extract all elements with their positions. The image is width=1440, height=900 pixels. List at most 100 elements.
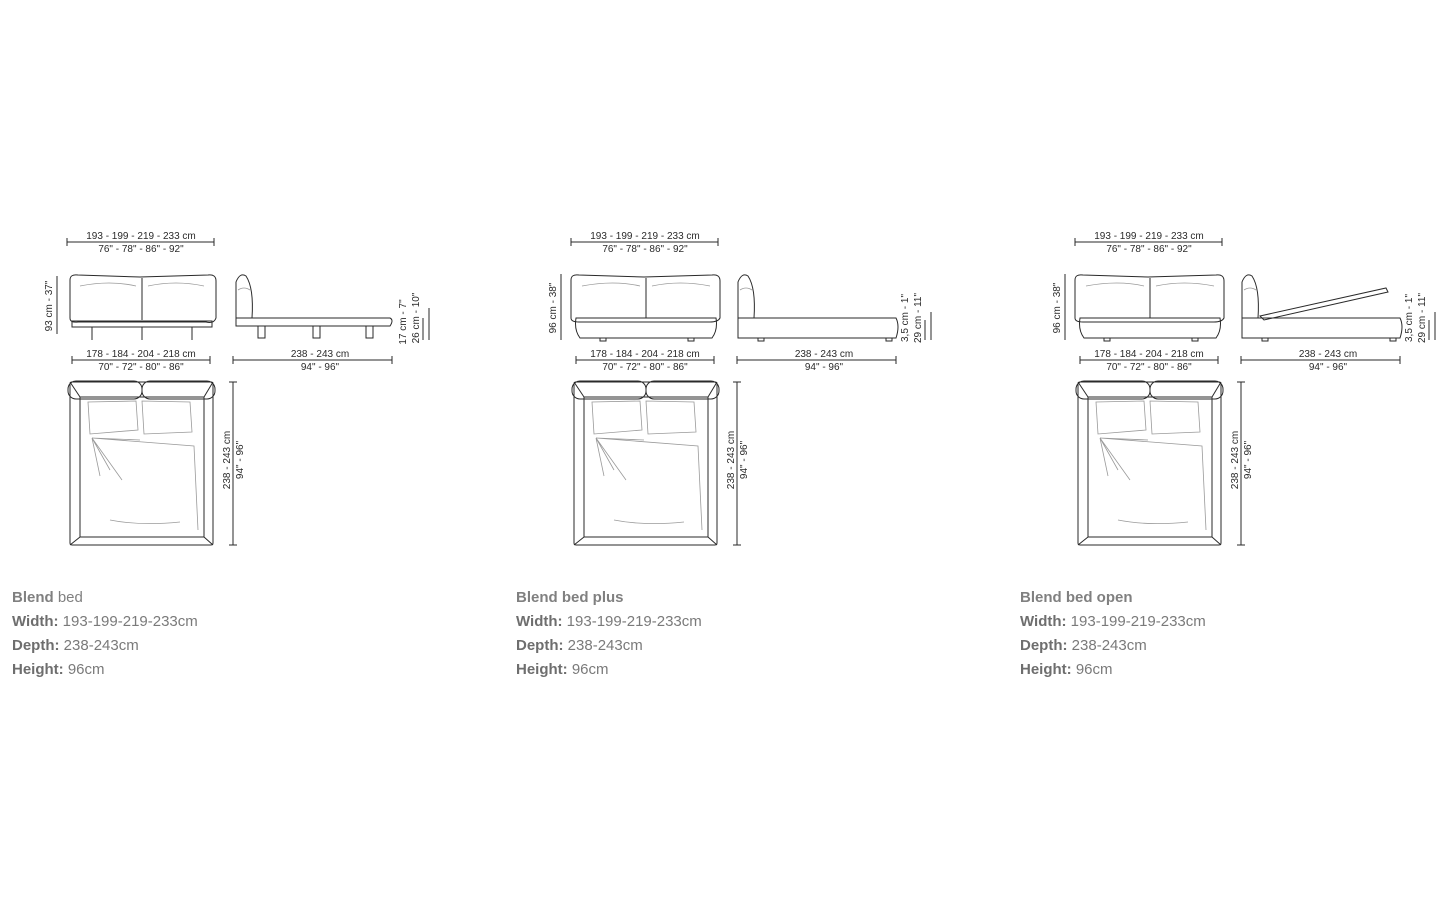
product-name: Blend bed plus xyxy=(516,586,702,610)
side-height-a: 17 cm - 7" xyxy=(398,299,409,345)
side-height-a: 3,5 cm - 1" xyxy=(1404,294,1415,342)
side-height-b: 29 cm - 11" xyxy=(1417,293,1428,343)
width-value: 193-199-219-233cm xyxy=(1066,613,1206,630)
front-width-in: 76" - 78" - 86" - 92" xyxy=(1106,244,1192,255)
base-width-in: 70" - 72" - 80" - 86" xyxy=(98,362,184,373)
depth-label: Depth: xyxy=(12,637,60,654)
front-width-cm: 193 - 199 - 219 - 233 cm xyxy=(1094,231,1204,242)
blend-bed-technical-drawing: 193 - 199 - 219 - 233 cm 76" - 78" - 86"… xyxy=(44,231,430,546)
depth-value: 238-243cm xyxy=(1067,637,1147,654)
variant-blend-bed-open: 193 - 199 - 219 - 233 cm 76" - 78" - 86"… xyxy=(1008,0,1440,900)
height-label: Height: xyxy=(516,661,568,678)
plan-depth-in: 94" - 96" xyxy=(235,440,246,479)
product-name: Blend bed xyxy=(12,586,198,610)
length-dimension: 238 - 243 cm 94" - 96" xyxy=(1240,349,1401,373)
specs-block: Blend bed plus Width: 193-199-219-233cm … xyxy=(516,586,702,682)
variant-blend-bed-plus: 193 - 199 - 219 - 233 cm 76" - 78" - 86"… xyxy=(504,0,974,900)
width-value: 193-199-219-233cm xyxy=(562,613,702,630)
plan-depth-in: 94" - 96" xyxy=(739,440,750,479)
plan-depth-in: 94" - 96" xyxy=(1243,440,1254,479)
product-name: Blend bed open xyxy=(1020,586,1206,610)
height-value: 96cm xyxy=(567,661,609,678)
variant-blend-bed: 193 - 199 - 219 - 233 cm 76" - 78" - 86"… xyxy=(0,0,470,900)
side-height-dimensions: 3,5 cm - 1" 29 cm - 11" xyxy=(900,293,932,343)
length-cm: 238 - 243 cm xyxy=(795,349,853,360)
length-in: 94" - 96" xyxy=(301,362,340,373)
base-width-in: 70" - 72" - 80" - 86" xyxy=(1106,362,1192,373)
raised-mattress-base xyxy=(1259,287,1389,321)
depth-label: Depth: xyxy=(516,637,564,654)
front-width-dimension: 193 - 199 - 219 - 233 cm 76" - 78" - 86"… xyxy=(66,231,215,255)
length-cm: 238 - 243 cm xyxy=(1299,349,1357,360)
side-height-b: 26 cm - 10" xyxy=(411,292,422,343)
front-elevation-view xyxy=(570,274,721,342)
height-value: 96cm xyxy=(1071,661,1113,678)
plan-depth-dimension: 238 - 243 cm 94" - 96" xyxy=(726,381,750,546)
front-height-label: 96 cm - 38" xyxy=(548,282,559,333)
front-elevation-view xyxy=(69,274,217,340)
side-height-dimensions: 3,5 cm - 1" 29 cm - 11" xyxy=(1404,293,1436,343)
blend-bed-plus-technical-drawing: 193 - 199 - 219 - 233 cm 76" - 78" - 86"… xyxy=(548,231,932,546)
width-spec: Width: 193-199-219-233cm xyxy=(516,610,702,634)
length-in: 94" - 96" xyxy=(1309,362,1348,373)
front-height-label: 96 cm - 38" xyxy=(1052,282,1063,333)
front-height-label: 93 cm - 37" xyxy=(44,280,55,331)
plan-depth-dimension: 238 - 243 cm 94" - 96" xyxy=(1230,381,1254,546)
front-width-cm: 193 - 199 - 219 - 233 cm xyxy=(590,231,700,242)
height-label: Height: xyxy=(1020,661,1072,678)
specs-block: Blend bed Width: 193-199-219-233cm Depth… xyxy=(12,586,198,682)
plan-view xyxy=(1075,380,1224,546)
base-width-dimension: 178 - 184 - 204 - 218 cm 70" - 72" - 80"… xyxy=(575,349,715,373)
width-spec: Width: 193-199-219-233cm xyxy=(1020,610,1206,634)
height-spec: Height: 96cm xyxy=(1020,658,1206,682)
height-label: Height: xyxy=(12,661,64,678)
height-spec: Height: 96cm xyxy=(516,658,702,682)
front-height-dimension: 93 cm - 37" xyxy=(44,276,58,334)
side-height-b: 29 cm - 11" xyxy=(913,293,924,343)
plan-depth-cm: 238 - 243 cm xyxy=(222,431,233,489)
front-width-dimension: 193 - 199 - 219 - 233 cm 76" - 78" - 86"… xyxy=(570,231,719,255)
depth-value: 238-243cm xyxy=(59,637,139,654)
plan-depth-cm: 238 - 243 cm xyxy=(1230,431,1241,489)
base-width-dimension: 178 - 184 - 204 - 218 cm 70" - 72" - 80"… xyxy=(1079,349,1219,373)
base-width-cm: 178 - 184 - 204 - 218 cm xyxy=(86,349,196,360)
side-elevation-view xyxy=(737,274,899,342)
front-elevation-view xyxy=(1074,274,1225,342)
length-dimension: 238 - 243 cm 94" - 96" xyxy=(736,349,897,373)
product-name-rest: bed xyxy=(53,589,83,606)
side-height-a: 3,5 cm - 1" xyxy=(900,294,911,342)
front-height-dimension: 96 cm - 38" xyxy=(1052,274,1066,340)
height-spec: Height: 96cm xyxy=(12,658,198,682)
front-width-in: 76" - 78" - 86" - 92" xyxy=(602,244,688,255)
specs-block: Blend bed open Width: 193-199-219-233cm … xyxy=(1020,586,1206,682)
plan-depth-dimension: 238 - 243 cm 94" - 96" xyxy=(222,381,246,546)
depth-label: Depth: xyxy=(1020,637,1068,654)
height-value: 96cm xyxy=(63,661,105,678)
front-width-cm: 193 - 199 - 219 - 233 cm xyxy=(86,231,196,242)
base-width-in: 70" - 72" - 80" - 86" xyxy=(602,362,688,373)
width-spec: Width: 193-199-219-233cm xyxy=(12,610,198,634)
product-name-bold: Blend bed open xyxy=(1020,589,1133,606)
product-name-bold: Blend bed plus xyxy=(516,589,624,606)
side-elevation-view xyxy=(235,274,393,339)
depth-spec: Depth: 238-243cm xyxy=(1020,634,1206,658)
length-dimension: 238 - 243 cm 94" - 96" xyxy=(232,349,393,373)
width-value: 193-199-219-233cm xyxy=(58,613,198,630)
width-label: Width: xyxy=(12,613,59,630)
base-width-dimension: 178 - 184 - 204 - 218 cm 70" - 72" - 80"… xyxy=(71,349,211,373)
plan-depth-cm: 238 - 243 cm xyxy=(726,431,737,489)
depth-spec: Depth: 238-243cm xyxy=(12,634,198,658)
length-cm: 238 - 243 cm xyxy=(291,349,349,360)
front-height-dimension: 96 cm - 38" xyxy=(548,274,562,340)
depth-value: 238-243cm xyxy=(563,637,643,654)
plan-view xyxy=(571,380,720,546)
blend-bed-open-technical-drawing: 193 - 199 - 219 - 233 cm 76" - 78" - 86"… xyxy=(1052,231,1436,546)
plan-view xyxy=(67,380,216,546)
depth-spec: Depth: 238-243cm xyxy=(516,634,702,658)
product-name-bold: Blend xyxy=(12,589,54,606)
side-elevation-view xyxy=(1241,274,1403,342)
front-width-dimension: 193 - 199 - 219 - 233 cm 76" - 78" - 86"… xyxy=(1074,231,1223,255)
length-in: 94" - 96" xyxy=(805,362,844,373)
width-label: Width: xyxy=(1020,613,1067,630)
width-label: Width: xyxy=(516,613,563,630)
